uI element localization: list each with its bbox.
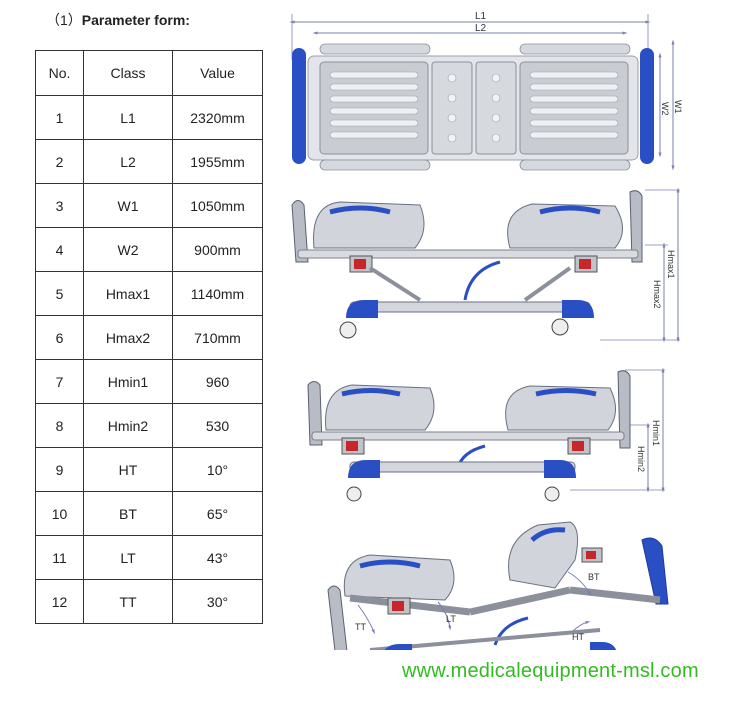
side-view-high: Hmax1 Hmax2 [291, 187, 680, 343]
l2-label: L2 [475, 23, 487, 34]
top-footboard [640, 48, 654, 164]
low-deck [311, 431, 625, 441]
cell-no: 10 [35, 491, 84, 536]
website-url: www.medicalequipment-msl.com [402, 660, 699, 682]
angles-head-rail [343, 554, 455, 601]
cell-class: Hmax2 [83, 315, 173, 360]
cell-no: 2 [35, 139, 84, 184]
cell-no: 1 [35, 95, 84, 140]
cell-no: 4 [35, 227, 84, 272]
cell-no: 7 [35, 359, 84, 404]
w2-label: W2 [660, 102, 670, 116]
w1-label: W1 [673, 100, 683, 114]
cell-class: Hmin1 [83, 359, 173, 404]
cell-no: 6 [35, 315, 84, 360]
heading-number: （1） [46, 12, 82, 28]
cell-value: 1140mm [172, 271, 263, 316]
cell-value: 65° [172, 491, 263, 536]
high-foot-rail [507, 203, 623, 249]
angles-back-section [508, 521, 579, 589]
cell-class: HT [83, 447, 173, 492]
cell-class: L2 [83, 139, 173, 184]
top-headboard [292, 48, 306, 164]
cell-value: 2320mm [172, 95, 263, 140]
cell-class: Hmax1 [83, 271, 173, 316]
tt-label: TT [355, 622, 366, 632]
cell-no: 3 [35, 183, 84, 228]
top-view: L1 L2 W1 W2 [289, 11, 683, 171]
cell-class: LT [83, 535, 173, 580]
cell-value: 1050mm [172, 183, 263, 228]
cell-value: 530 [172, 403, 263, 448]
cell-class: W2 [83, 227, 173, 272]
high-head-rail [313, 201, 425, 249]
header-class: Class [83, 50, 173, 96]
cell-value: 1955mm [172, 139, 263, 184]
heading-text: Parameter form: [81, 12, 190, 28]
cell-value: 900mm [172, 227, 263, 272]
lt-label: LT [446, 614, 456, 624]
header-value: Value [172, 50, 263, 96]
hmin2-label: Hmin2 [636, 446, 646, 472]
cell-value: 43° [172, 535, 263, 580]
cell-no: 11 [35, 535, 84, 580]
l1-label: L1 [475, 11, 487, 22]
cell-value: 30° [172, 579, 263, 624]
cell-class: L1 [83, 95, 173, 140]
cell-no: 5 [35, 271, 84, 316]
low-foot-rail [505, 385, 616, 431]
parameter-form-heading: （1）Parameter form: [46, 10, 190, 30]
cell-no: 9 [35, 447, 84, 492]
low-head-rail [325, 384, 435, 431]
cell-value: 10° [172, 447, 263, 492]
hmin1-label: Hmin1 [651, 420, 661, 446]
cell-class: Hmin2 [83, 403, 173, 448]
cell-value: 710mm [172, 315, 263, 360]
cell-class: TT [83, 579, 173, 624]
cell-no: 8 [35, 403, 84, 448]
cell-class: BT [83, 491, 173, 536]
table-header-row: No. Class Value [35, 50, 263, 96]
hmax2-label: Hmax2 [652, 280, 662, 309]
cell-no: 12 [35, 579, 84, 624]
cell-class: W1 [83, 183, 173, 228]
bed-drawings: L1 L2 W1 W2 [289, 11, 683, 650]
ht-label: HT [572, 632, 584, 642]
bt-label: BT [588, 572, 600, 582]
side-view-angles: TT LT BT HT [327, 521, 669, 650]
high-deck [297, 249, 639, 259]
side-view-low: Hmin1 Hmin2 [307, 367, 665, 502]
header-no: No. [35, 50, 84, 96]
hmax1-label: Hmax1 [666, 250, 676, 279]
cell-value: 960 [172, 359, 263, 404]
